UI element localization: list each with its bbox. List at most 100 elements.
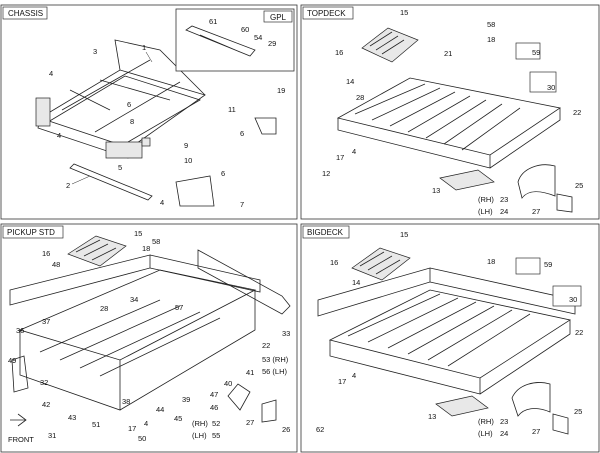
part-callout-label: 17	[338, 377, 346, 386]
part-callout-label: 53 (RH)	[262, 355, 289, 364]
part-callout-label: 16	[330, 258, 338, 267]
part-callout-label: 14	[346, 77, 354, 86]
part-callout-label: 4	[49, 69, 53, 78]
part-callout-label: (LH)	[478, 429, 493, 438]
part-callout-label: 22	[575, 328, 583, 337]
part-callout-label: 9	[184, 141, 188, 150]
part-callout-label: 59	[544, 260, 552, 269]
part-callout-label: 52	[212, 419, 220, 428]
part-callout-label: 30	[547, 83, 555, 92]
bigdeck-panel	[300, 223, 600, 453]
part-callout-label: 54	[254, 33, 262, 42]
part-callout-label: 4	[352, 371, 356, 380]
part-callout-label: (LH)	[478, 207, 493, 216]
part-callout-label: 56 (LH)	[262, 367, 288, 376]
chassis-title: CHASSIS	[8, 9, 43, 18]
part-callout-label: 51	[92, 420, 100, 429]
part-callout-label: 12	[322, 169, 330, 178]
part-callout-label: 4	[57, 131, 61, 140]
part-callout-label: 47	[210, 390, 218, 399]
part-callout-label: 43	[68, 413, 76, 422]
topdeck-callouts: 12 13 14 15 16 17 4 18 21 22 23 24 25 27…	[322, 8, 583, 216]
part-callout-label: 55	[212, 431, 220, 440]
gpl-title: GPL	[270, 13, 287, 22]
part-callout-label: 33	[282, 329, 290, 338]
part-callout-label: 59	[532, 48, 540, 57]
part-callout-label: 1	[142, 43, 146, 52]
part-callout-label: (LH)	[192, 431, 207, 440]
part-callout-label: 7	[240, 200, 244, 209]
pickup-callouts: 15 16 18 48 58 28 34 57 33 36 37 49 32 4…	[8, 229, 290, 444]
part-callout-label: 30	[569, 295, 577, 304]
part-callout-label: 6	[127, 100, 131, 109]
part-callout-label: 46	[210, 403, 218, 412]
part-callout-label: 21	[444, 49, 452, 58]
part-callout-label: 18	[142, 244, 150, 253]
part-callout-label: 16	[42, 249, 50, 258]
part-callout-label: 4	[160, 198, 164, 207]
part-callout-label: 49	[8, 356, 16, 365]
part-callout-label: 13	[428, 412, 436, 421]
part-callout-label: 15	[400, 230, 408, 239]
part-callout-label: 15	[400, 8, 408, 17]
part-callout-label: 42	[42, 400, 50, 409]
part-callout-label: 4	[352, 147, 356, 156]
bigdeck-callouts: 15 16 18 14 59 30 22 17 4 13 23 24 25 27…	[316, 230, 583, 438]
part-callout-label: 16	[335, 48, 343, 57]
part-callout-label: 27	[532, 207, 540, 216]
part-callout-label: 61	[209, 17, 217, 26]
topdeck-drawing	[336, 27, 573, 213]
part-callout-label: 3	[93, 47, 97, 56]
part-callout-label: (RH)	[478, 417, 494, 426]
part-callout-label: 38	[122, 397, 130, 406]
part-callout-label: 57	[175, 303, 183, 312]
part-callout-label: 6	[240, 129, 244, 138]
part-callout-label: 23	[500, 417, 508, 426]
part-callout-label: 44	[156, 405, 164, 414]
part-callout-label: (RH)	[478, 195, 494, 204]
part-callout-label: 2	[66, 181, 70, 190]
bigdeck-drawing	[317, 247, 582, 435]
part-callout-label: 26	[282, 425, 290, 434]
part-callout-label: 28	[100, 304, 108, 313]
part-callout-label: 5	[118, 163, 122, 172]
chassis-frame-drawing	[35, 39, 277, 207]
part-callout-label: 25	[575, 181, 583, 190]
pickup-drawing	[9, 235, 291, 427]
part-callout-label: 40	[224, 379, 232, 388]
part-callout-label: 32	[40, 378, 48, 387]
part-callout-label: (RH)	[192, 419, 208, 428]
part-callout-label: 41	[246, 368, 254, 377]
part-callout-label: 22	[573, 108, 581, 117]
part-callout-label: 37	[42, 317, 50, 326]
part-callout-label: 22	[262, 341, 270, 350]
part-callout-label: 8	[130, 117, 134, 126]
pickup-title: PICKUP STD	[7, 228, 55, 237]
part-callout-label: 58	[152, 237, 160, 246]
part-callout-label: 23	[500, 195, 508, 204]
part-callout-label: 27	[532, 427, 540, 436]
part-callout-label: 4	[144, 419, 148, 428]
part-callout-label: 45	[174, 414, 182, 423]
part-callout-label: 24	[500, 429, 508, 438]
part-callout-label: 27	[246, 418, 254, 427]
part-callout-label: 60	[241, 25, 249, 34]
part-callout-label: 19	[277, 86, 285, 95]
part-callout-label: 17	[128, 424, 136, 433]
part-callout-label: 10	[184, 156, 192, 165]
front-arrow-label: FRONT	[8, 435, 34, 444]
part-callout-label: 28	[356, 93, 364, 102]
part-callout-label: 11	[228, 105, 236, 114]
part-callout-label: 13	[432, 186, 440, 195]
part-callout-label: 25	[574, 407, 582, 416]
part-callout-label: 29	[268, 39, 276, 48]
topdeck-title: TOPDECK	[307, 9, 346, 18]
part-callout-label: 48	[52, 260, 60, 269]
part-callout-label: 14	[352, 278, 360, 287]
part-callout-label: 36	[16, 326, 24, 335]
part-callout-label: 15	[134, 229, 142, 238]
pickup-panel	[0, 223, 298, 453]
part-callout-label: 18	[487, 257, 495, 266]
part-callout-label: 6	[221, 169, 225, 178]
